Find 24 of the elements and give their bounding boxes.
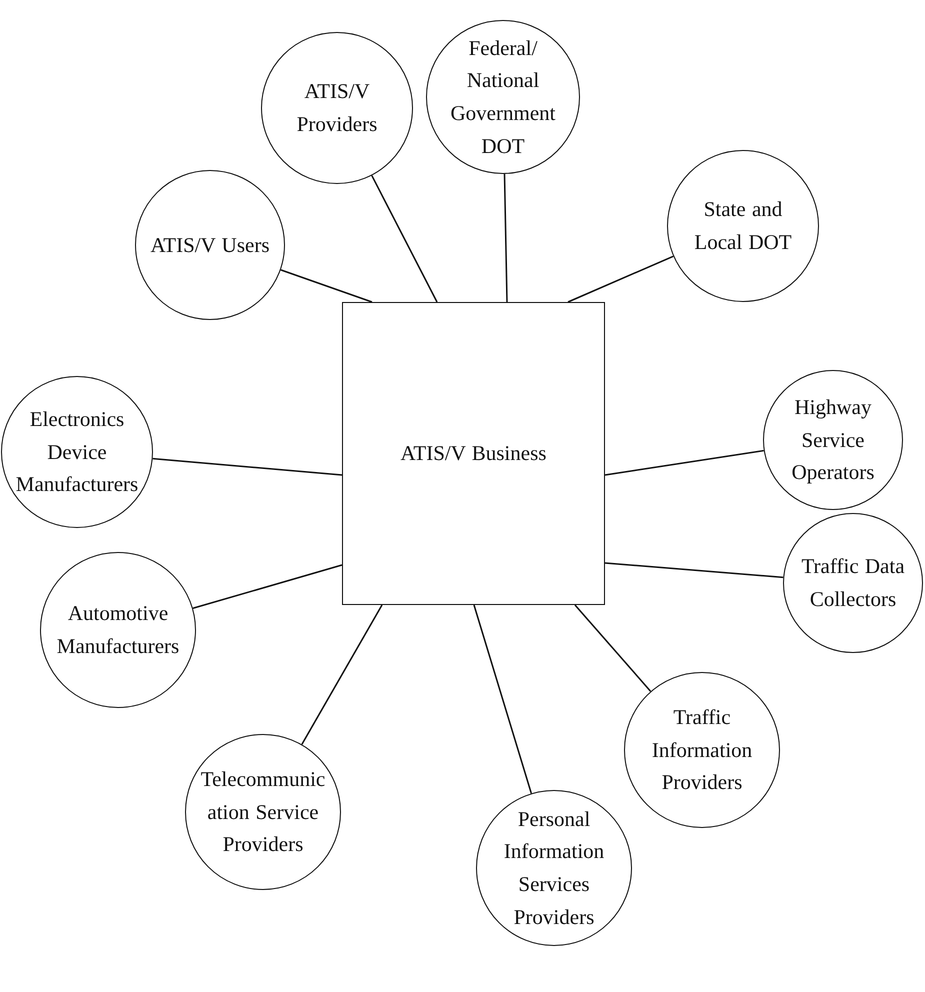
connector-line — [152, 458, 342, 476]
connector-line — [280, 269, 372, 303]
node-label: Highway Service Operators — [790, 394, 876, 486]
connector-line — [568, 256, 674, 303]
connector-line — [473, 604, 532, 794]
node-label: Telecommunic ation Service Providers — [200, 766, 326, 858]
connector-line — [504, 174, 508, 302]
center-box — [342, 302, 605, 605]
node-label: Automotive Manufacturers — [56, 600, 180, 660]
connector-line — [604, 450, 764, 476]
connector-line — [371, 175, 438, 302]
connector-line — [192, 564, 342, 609]
connector-line — [574, 604, 652, 692]
node-label: Traffic Data Collectors — [800, 553, 906, 613]
node-label: State and Local DOT — [693, 196, 793, 256]
connector-line — [301, 604, 383, 745]
node-label: ATIS/V Business — [400, 440, 546, 468]
node-label: ATIS/V Providers — [296, 78, 378, 138]
connector-line — [604, 562, 784, 578]
node-label: Electronics Device Manufacturers — [14, 406, 140, 498]
node-label: Traffic Information Providers — [650, 704, 754, 796]
node-label: Personal Information Services Providers — [502, 806, 606, 931]
node-label: Federal/ National Government DOT — [450, 34, 556, 160]
node-label: ATIS/V Users — [150, 232, 270, 259]
